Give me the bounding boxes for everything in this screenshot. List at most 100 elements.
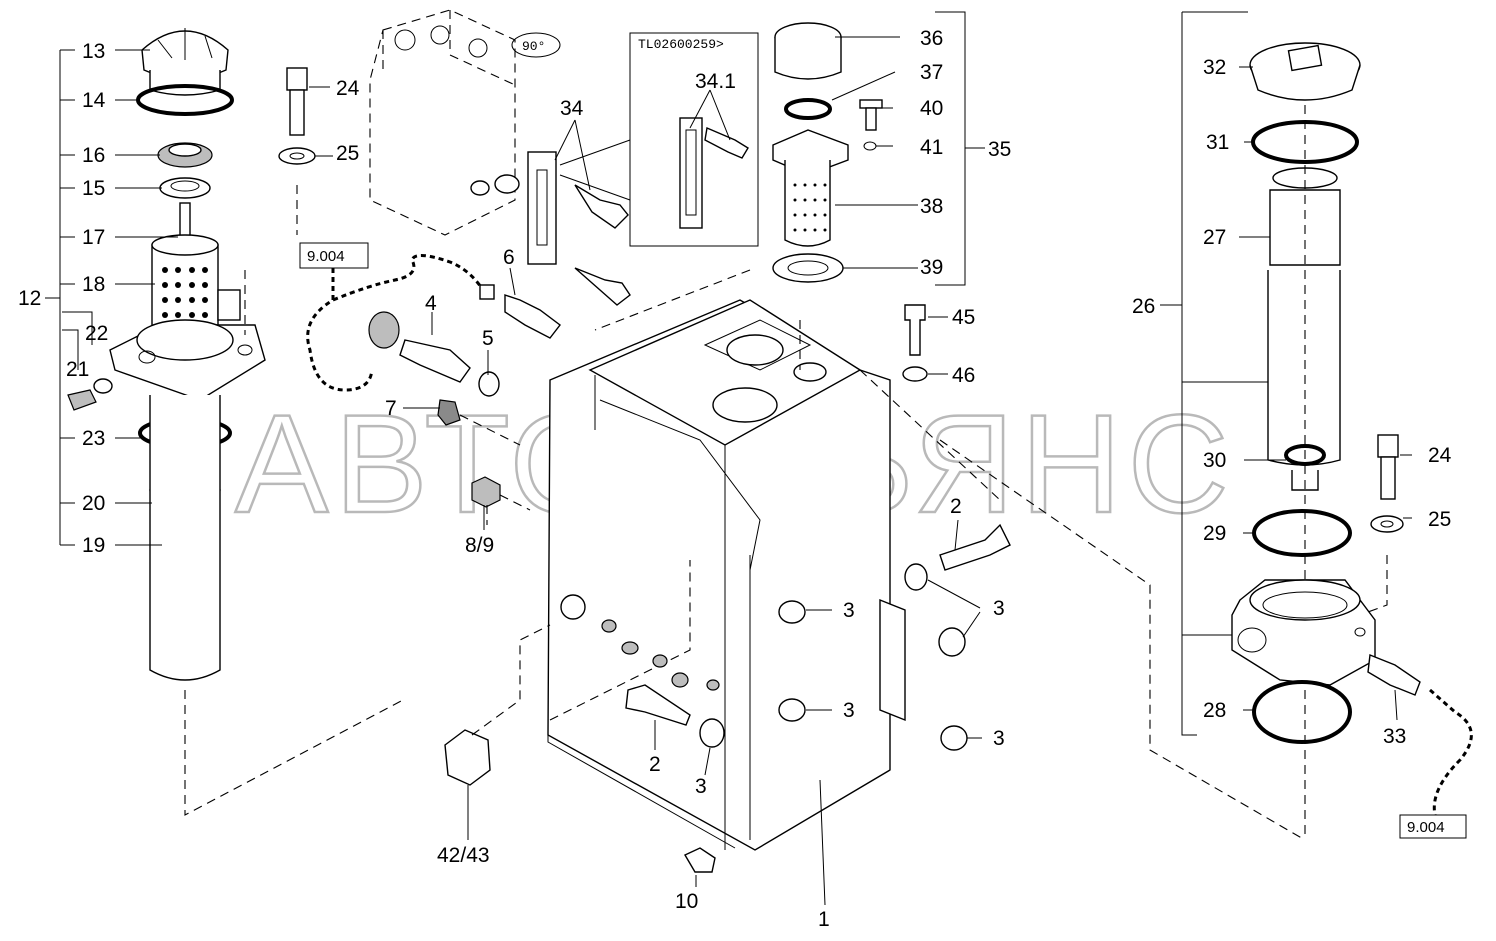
callout-23: 23 [82,427,105,450]
filter-tube [149,395,221,681]
inset-code: TL02600259> [638,37,724,52]
right-filter-assembly [1160,11,1473,840]
callout-25-right: 25 [1428,508,1451,531]
o-ring-28 [1252,680,1352,744]
washer-46 [902,366,928,382]
bolt-45 [904,304,926,356]
callout-26: 26 [1132,295,1155,318]
strainer-38 [784,160,831,247]
fitting-42-43 [444,729,491,786]
callout-16: 16 [82,144,105,167]
callout-34-1: 34.1 [695,70,736,93]
tank-port-3 [793,362,827,382]
callout-38: 38 [920,195,943,218]
fitting-7 [437,399,461,426]
tank-port-1 [726,334,784,366]
callout-25-left: 25 [336,142,359,165]
wire-harness-right [1429,688,1473,816]
gasket-39 [772,253,844,283]
callout-3-b: 3 [993,597,1005,620]
washer-5 [478,371,500,397]
callout-13: 13 [82,40,105,63]
callout-6: 6 [503,246,515,269]
callout-18: 18 [82,273,105,296]
sensor-6 [504,294,561,339]
callout-3-d: 3 [993,727,1005,750]
connector-plug-4a [368,311,400,349]
callout-32: 32 [1203,56,1226,79]
drain-plug-10 [684,847,716,873]
callout-21: 21 [66,358,89,381]
callout-3-c: 3 [843,699,855,722]
callout-34: 34 [560,97,584,120]
ref-9004-right: 9.004 [1407,819,1445,836]
washer-3-b [778,698,806,722]
inset-box [629,32,759,247]
washer-25-right [1370,515,1404,533]
connector-6 [479,284,495,300]
center-upper-parts: 90° TL02600259> [244,9,759,525]
callout-29: 29 [1203,522,1226,545]
filter-bowl [1267,270,1341,466]
washer-25-left [278,147,316,165]
callout-2-left: 2 [649,753,661,776]
callout-3-a: 3 [843,599,855,622]
callout-10: 10 [675,890,698,913]
o-ring-37 [784,98,832,120]
ref-box-9004-right [1399,814,1467,839]
o-ring-30 [1284,444,1326,466]
callout-8-9: 8/9 [465,534,494,557]
washer-3-d [904,563,928,591]
washer-22 [93,378,113,394]
callout-33: 33 [1383,725,1406,748]
callout-45: 45 [952,306,975,329]
main-tank [444,269,1306,873]
callouts: 13 14 16 15 17 18 12 22 21 23 20 19 24 2… [18,27,1452,931]
washer-3-a [778,600,806,624]
callout-15: 15 [82,177,105,200]
sight-glass-34 [527,151,557,265]
callout-1: 1 [818,908,830,931]
callout-3-e: 3 [695,775,707,798]
callout-7: 7 [385,397,397,420]
callout-22: 22 [85,322,108,345]
rotation-note: 90° [522,39,545,54]
leader-lines [115,36,1412,906]
callout-42-43: 42/43 [437,844,490,867]
callout-39: 39 [920,256,943,279]
callout-14: 14 [82,89,106,112]
callout-28: 28 [1203,699,1226,722]
plug-side-1 [560,594,586,620]
o-ring-29 [1252,509,1352,557]
callout-36: 36 [920,27,943,50]
callout-27: 27 [1203,226,1226,249]
sensor-4 [399,339,471,383]
callout-12: 12 [18,287,41,310]
bolt-24-left [286,67,308,91]
bolt-34 [574,184,629,229]
callout-40: 40 [920,97,943,120]
bolt-24-right [1377,434,1399,458]
callout-20: 20 [82,492,105,515]
tank-port-2 [712,387,778,423]
callout-41: 41 [920,136,943,159]
pin-17 [179,202,191,239]
wire-harness-left [306,254,485,392]
callout-35: 35 [988,138,1011,161]
callout-24-left: 24 [336,77,360,100]
washer-41 [863,141,877,151]
callout-4: 4 [425,292,437,315]
callout-19: 19 [82,534,105,557]
screw-40 [859,99,883,109]
sight-glass-34-1 [679,117,703,229]
nut-8-9 [471,476,501,508]
plug-21 [67,389,97,411]
bolt-2-right [939,523,1011,571]
side-bracket [879,598,906,722]
callout-2-right: 2 [950,495,962,518]
callout-31: 31 [1206,131,1229,154]
callout-30: 30 [1203,449,1226,472]
left-filter-assembly [45,28,404,816]
callout-5: 5 [482,327,494,350]
